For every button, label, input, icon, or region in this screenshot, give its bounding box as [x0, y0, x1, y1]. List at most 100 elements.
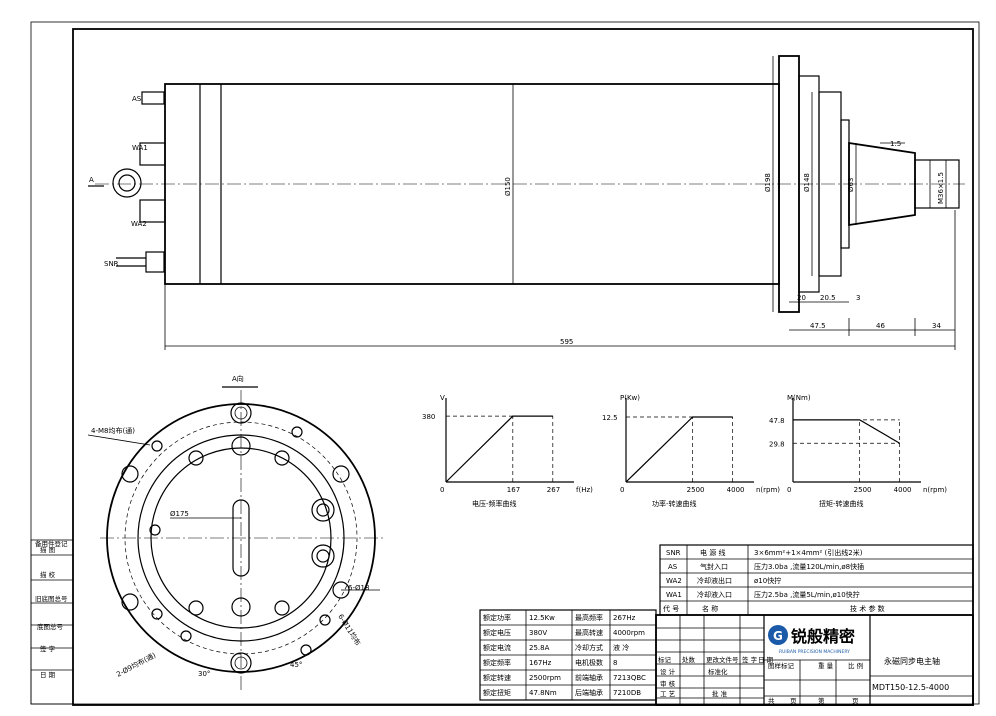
- x-tick-label: 4000: [727, 486, 745, 494]
- tb-label: 图样标记: [768, 661, 795, 670]
- x-axis-label: f(Hz): [576, 486, 593, 494]
- spec-cell: 2500rpm: [529, 674, 561, 682]
- param-name: 气封入口: [700, 562, 728, 571]
- sidebar-label: 签 字: [40, 644, 56, 653]
- series-line: [445, 415, 553, 483]
- front-view: A向 4-M8均布(通) Ø175: [87, 374, 385, 690]
- angle-45: 45°: [290, 661, 302, 669]
- x-tick-label: 0: [620, 486, 624, 494]
- tb-label: 共: [768, 696, 775, 705]
- y-axis-label: P(Kw): [620, 394, 640, 402]
- dim-m36: M36×1.5: [937, 172, 945, 204]
- company-logo-icon: [768, 625, 788, 645]
- param-name: 冷却液入口: [697, 590, 732, 599]
- dim-d63: Ø63: [847, 178, 855, 192]
- spec-cell: 最高频率: [575, 613, 603, 622]
- spec-cell: 前端轴承: [575, 673, 603, 682]
- series-line: [793, 419, 900, 444]
- x-axis-label: n(rpm): [756, 486, 780, 494]
- dim-20: 20: [797, 294, 806, 302]
- spec-cell: 8: [613, 659, 617, 667]
- x-tick-label: 4000: [894, 486, 912, 494]
- tb-label: 签 字: [742, 655, 758, 664]
- spec-cell: 电机极数: [575, 658, 603, 667]
- tb-label: 处数: [682, 655, 696, 664]
- spec-cell: 25.8A: [529, 644, 550, 652]
- dim-47-5: 47.5: [810, 322, 826, 330]
- spec-cell: 冷却方式: [575, 643, 603, 652]
- param-header-name: 名 称: [702, 604, 718, 613]
- dim-595: 595: [560, 338, 573, 346]
- tb-label: 工 艺: [660, 690, 676, 698]
- left-sidebar: 备用件登记 描 图 描 校 旧底图总号 底图总号 签 字 日 期: [30, 539, 74, 705]
- company-name-en: RUIBAN PRECISION MACHINERY: [779, 649, 850, 655]
- section-a-label: A: [89, 176, 94, 184]
- y-tick-label: 47.8: [769, 417, 785, 425]
- chart-title: 扭矩-转速曲线: [819, 499, 864, 508]
- x-tick-label: 267: [547, 486, 560, 494]
- param-value: 压力3.0ba ,流量120L/min,ø8快插: [754, 562, 864, 571]
- spec-cell: 167Hz: [529, 659, 552, 667]
- tb-label: 标准化: [708, 667, 728, 676]
- param-code: WA2: [666, 577, 682, 585]
- param-code: AS: [668, 563, 678, 571]
- spec-cell: 47.8Nm: [529, 689, 557, 697]
- sidebar-label: 备用件登记: [35, 539, 68, 548]
- param-header-code: 代 号: [663, 604, 679, 613]
- sidebar-label: 日 期: [40, 671, 56, 679]
- spec-cell: 额定功率: [483, 613, 511, 622]
- port-label-wa1: WA1: [132, 144, 148, 152]
- spec-cell: 7213QBC: [613, 674, 646, 682]
- company-name: 锐般精密: [791, 627, 855, 646]
- port-fittings: [112, 91, 166, 273]
- y-tick-label: 12.5: [602, 414, 618, 422]
- x-axis-label: n(rpm): [923, 486, 947, 494]
- dim-d148: Ø148: [803, 173, 811, 192]
- side-view: Ø150 Ø198 Ø148 Ø63 M36×1.5 1:5 AS WA1 WA…: [88, 55, 965, 350]
- param-value: 3×6mm²+1×4mm² (引出线2米): [754, 548, 863, 557]
- dim-d198: Ø198: [764, 173, 772, 192]
- chart-title: 电压-频率曲线: [472, 499, 517, 508]
- tb-label: 更改文件号: [706, 655, 739, 664]
- tb-label: 第: [818, 696, 825, 705]
- tb-label: 日 期: [758, 656, 774, 664]
- view-a-title: A向: [232, 374, 244, 383]
- inner-border: [72, 28, 974, 706]
- spec-cell: 12.5Kw: [529, 614, 555, 622]
- dim-20-5: 20.5: [820, 294, 836, 302]
- angle-30: 30°: [198, 670, 210, 678]
- param-code: WA1: [666, 591, 682, 599]
- x-tick-label: 2500: [854, 486, 872, 494]
- port-label-wa2: WA2: [131, 220, 147, 228]
- param-header-spec: 技 术 参 数: [850, 604, 885, 613]
- tb-label: 设 计: [660, 667, 676, 676]
- hole-note-m8: 4-M8均布(通): [91, 426, 135, 435]
- dim-d9: 2-Ø9均布(通): [115, 650, 158, 678]
- spec-cell: 267Hz: [613, 614, 636, 622]
- spec-cell: 380V: [529, 629, 547, 637]
- y-tick-label: 380: [422, 413, 435, 421]
- outer-border: [30, 21, 980, 705]
- tb-label: 审 核: [660, 679, 676, 688]
- dim-34: 34: [932, 322, 941, 330]
- dim-46: 46: [876, 322, 885, 330]
- company-logo-glyph: G: [773, 629, 783, 643]
- taper-label: 1:5: [890, 140, 901, 148]
- tb-label: 批 准: [712, 689, 728, 698]
- sidebar-label: 旧底图总号: [35, 594, 68, 603]
- spec-cell: 额定电压: [483, 628, 511, 637]
- tb-label: 比 例: [848, 661, 863, 670]
- dim-3: 3: [856, 294, 860, 302]
- spec-cell: 液 冷: [613, 643, 629, 652]
- spec-cell: 7210DB: [613, 689, 641, 697]
- param-value: 压力2.5ba ,流量5L/min,ø10快拧: [754, 590, 860, 599]
- x-tick-label: 2500: [687, 486, 705, 494]
- spec-cell: 4000rpm: [613, 629, 645, 637]
- tb-label: 标记: [658, 655, 672, 664]
